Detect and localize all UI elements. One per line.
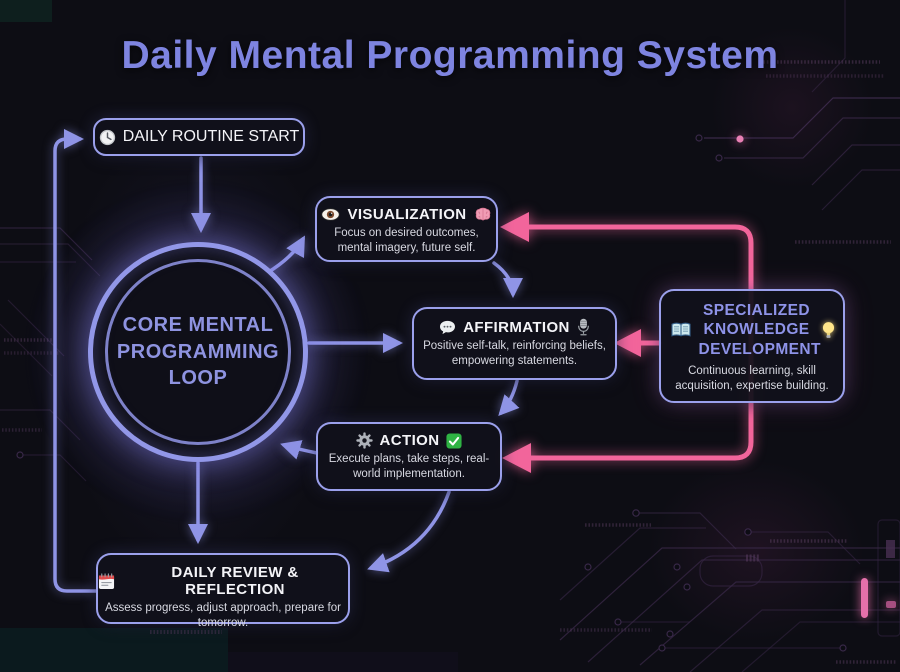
lightbulb-icon <box>822 321 834 338</box>
speech-bubble-icon <box>440 320 456 334</box>
pink-arrowhead <box>502 443 531 473</box>
node-specialized-knowledge-development: SPECIALIZED KNOWLEDGE DEVELOPMENT Contin… <box>659 289 845 403</box>
pink-arrowhead <box>500 212 529 242</box>
node-label: AFFIRMATION <box>463 318 570 336</box>
node-description: Positive self-talk, reinforcing beliefs,… <box>423 340 606 368</box>
pink-arrowhead <box>614 329 641 357</box>
check-icon <box>446 432 463 449</box>
edge-action-to-core <box>280 440 319 460</box>
edge-review-to-start <box>53 128 98 593</box>
loop-arrows <box>53 128 524 593</box>
node-core-mental-programming-loop: CORE MENTAL PROGRAMMING LOOP <box>88 242 308 462</box>
gear-icon <box>355 432 373 449</box>
node-visualization: VISUALIZATION Focus on desired outcomes,… <box>315 196 498 262</box>
calendar-icon <box>98 572 115 589</box>
node-label: SPECIALIZED KNOWLEDGE DEVELOPMENT <box>698 302 821 358</box>
node-description: Continuous learning, skill acquisition, … <box>675 365 829 393</box>
node-action: ACTION Execute plans, take steps, real-w… <box>316 422 502 491</box>
node-daily-routine-start: DAILY ROUTINE START <box>93 118 305 156</box>
node-affirmation: AFFIRMATION Positive self-talk, reinforc… <box>412 307 617 380</box>
node-daily-review-reflection: DAILY REVIEW & REFLECTION Assess progres… <box>96 553 350 629</box>
background-tint-blocks <box>0 0 228 672</box>
microphone-icon <box>577 318 589 336</box>
node-description: Focus on desired outcomes, mental imager… <box>334 227 479 255</box>
edge-visualization-to-affirmation <box>492 261 524 299</box>
clock-icon <box>99 129 115 145</box>
circuit-glow-accents <box>736 135 896 618</box>
edge-action-to-review <box>367 490 451 573</box>
node-description: Execute plans, take steps, real-world im… <box>328 453 490 481</box>
core-inner-ring: CORE MENTAL PROGRAMMING LOOP <box>105 259 291 445</box>
node-description: Assess progress, adjust approach, prepar… <box>105 602 341 630</box>
page-title: Daily Mental Programming System <box>121 34 779 77</box>
eye-icon <box>321 208 341 221</box>
node-label: DAILY REVIEW & REFLECTION <box>171 564 299 598</box>
node-label: VISUALIZATION <box>347 206 467 223</box>
brain-icon <box>475 207 490 221</box>
node-label: CORE MENTAL PROGRAMMING LOOP <box>116 314 280 390</box>
node-label: ACTION <box>379 432 440 449</box>
open-book-icon <box>670 322 691 337</box>
edge-affirmation-to-action <box>498 379 520 416</box>
node-label: DAILY ROUTINE START <box>122 128 300 145</box>
